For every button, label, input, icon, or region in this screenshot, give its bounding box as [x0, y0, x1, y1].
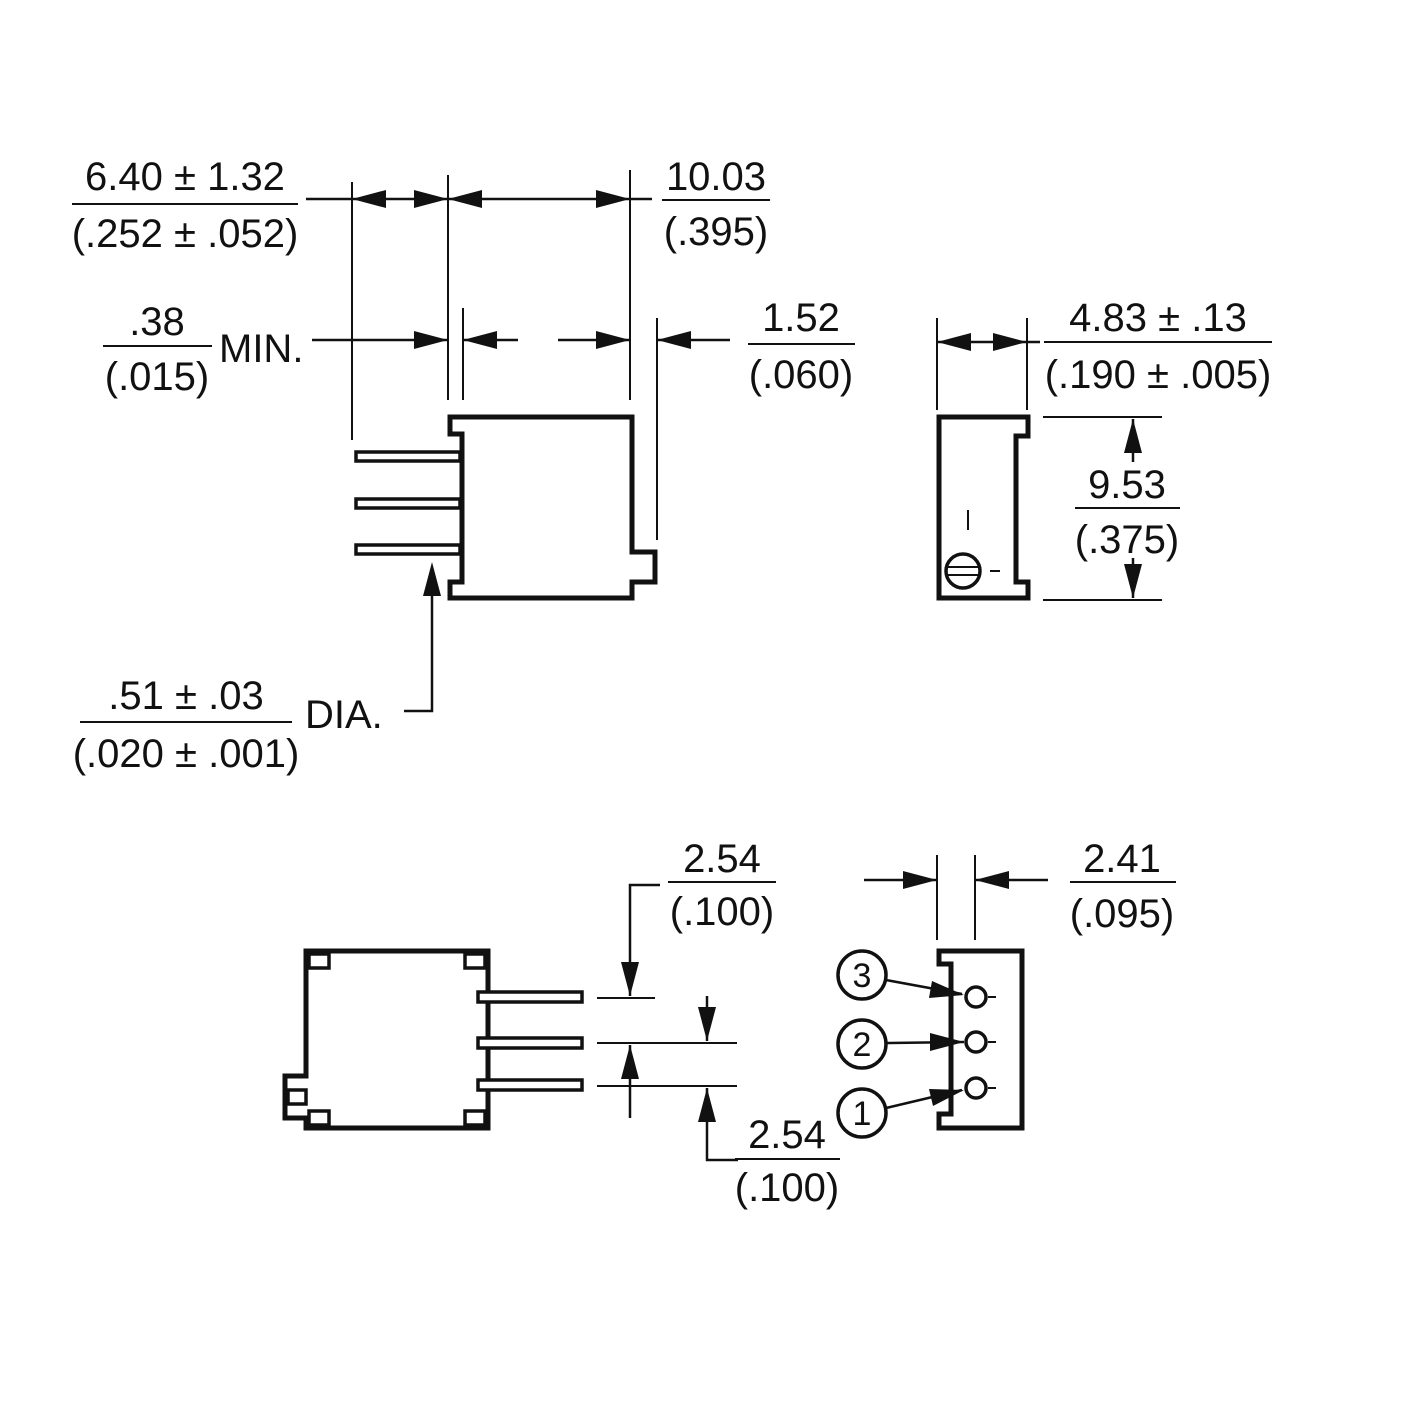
dim-pitch-bottom-metric: 2.54	[748, 1113, 826, 1157]
pin-label-1: 1	[853, 1095, 872, 1133]
pin-label-3: 3	[853, 957, 872, 995]
dim-body-length-imperial: (.395)	[664, 210, 769, 254]
dimension-labels: 6.40 ± 1.32 (.252 ± .052) 10.03 (.395) .…	[72, 155, 1272, 1210]
pin-layout-view	[836, 855, 1048, 1139]
bottom-view-pin	[476, 1036, 584, 1050]
dim-pin-diameter-imperial: (.020 ± .001)	[73, 732, 300, 776]
dim-body-height-imperial: (.375)	[1075, 518, 1180, 562]
dim-pin-length-metric: 6.40 ± 1.32	[85, 155, 285, 199]
dim-body-length-metric: 10.03	[666, 155, 766, 199]
bottom-view-pin	[476, 990, 584, 1004]
dim-pin-diameter-metric: .51 ± .03	[108, 674, 263, 718]
dim-overhang-imperial: (.060)	[749, 353, 854, 397]
dim-standoff-metric: .38	[129, 300, 185, 344]
side-view-body	[447, 414, 658, 601]
dim-body-width-metric: 4.83 ± .13	[1069, 296, 1247, 340]
pin-pad-1	[964, 1076, 988, 1100]
dim-body-height-metric: 9.53	[1088, 463, 1166, 507]
adjust-screw-icon	[944, 552, 982, 590]
dim-pin-diameter-suffix: DIA.	[305, 693, 383, 737]
bottom-view	[282, 883, 738, 1162]
pin-label-2: 2	[853, 1026, 872, 1064]
dim-pitch-top-metric: 2.54	[683, 837, 761, 881]
bottom-view-body	[282, 948, 491, 1131]
dim-body-width-imperial: (.190 ± .005)	[1045, 353, 1272, 397]
dim-pitch-bottom-imperial: (.100)	[735, 1166, 840, 1210]
bottom-view-pin	[476, 1078, 584, 1092]
pin-balloon-3	[836, 949, 888, 1001]
side-view-pin	[354, 450, 462, 463]
end-view	[936, 318, 1162, 601]
pin-balloon-1	[836, 1087, 888, 1139]
dim-row-offset-imperial: (.095)	[1070, 892, 1175, 936]
side-view-pin	[354, 543, 462, 556]
dim-pitch-top-imperial: (.100)	[670, 890, 775, 934]
dim-standoff-imperial: (.015)	[105, 355, 210, 399]
pin-pad-3	[964, 985, 988, 1009]
pin-pad-2	[964, 1030, 988, 1054]
side-view-pin	[354, 497, 462, 510]
dim-pin-length-imperial: (.252 ± .052)	[72, 212, 299, 256]
dim-row-offset-metric: 2.41	[1083, 837, 1161, 881]
dim-standoff-suffix: MIN.	[219, 327, 303, 371]
side-view	[306, 170, 730, 713]
dim-overhang-metric: 1.52	[762, 296, 840, 340]
pin-balloon-2	[836, 1018, 888, 1070]
